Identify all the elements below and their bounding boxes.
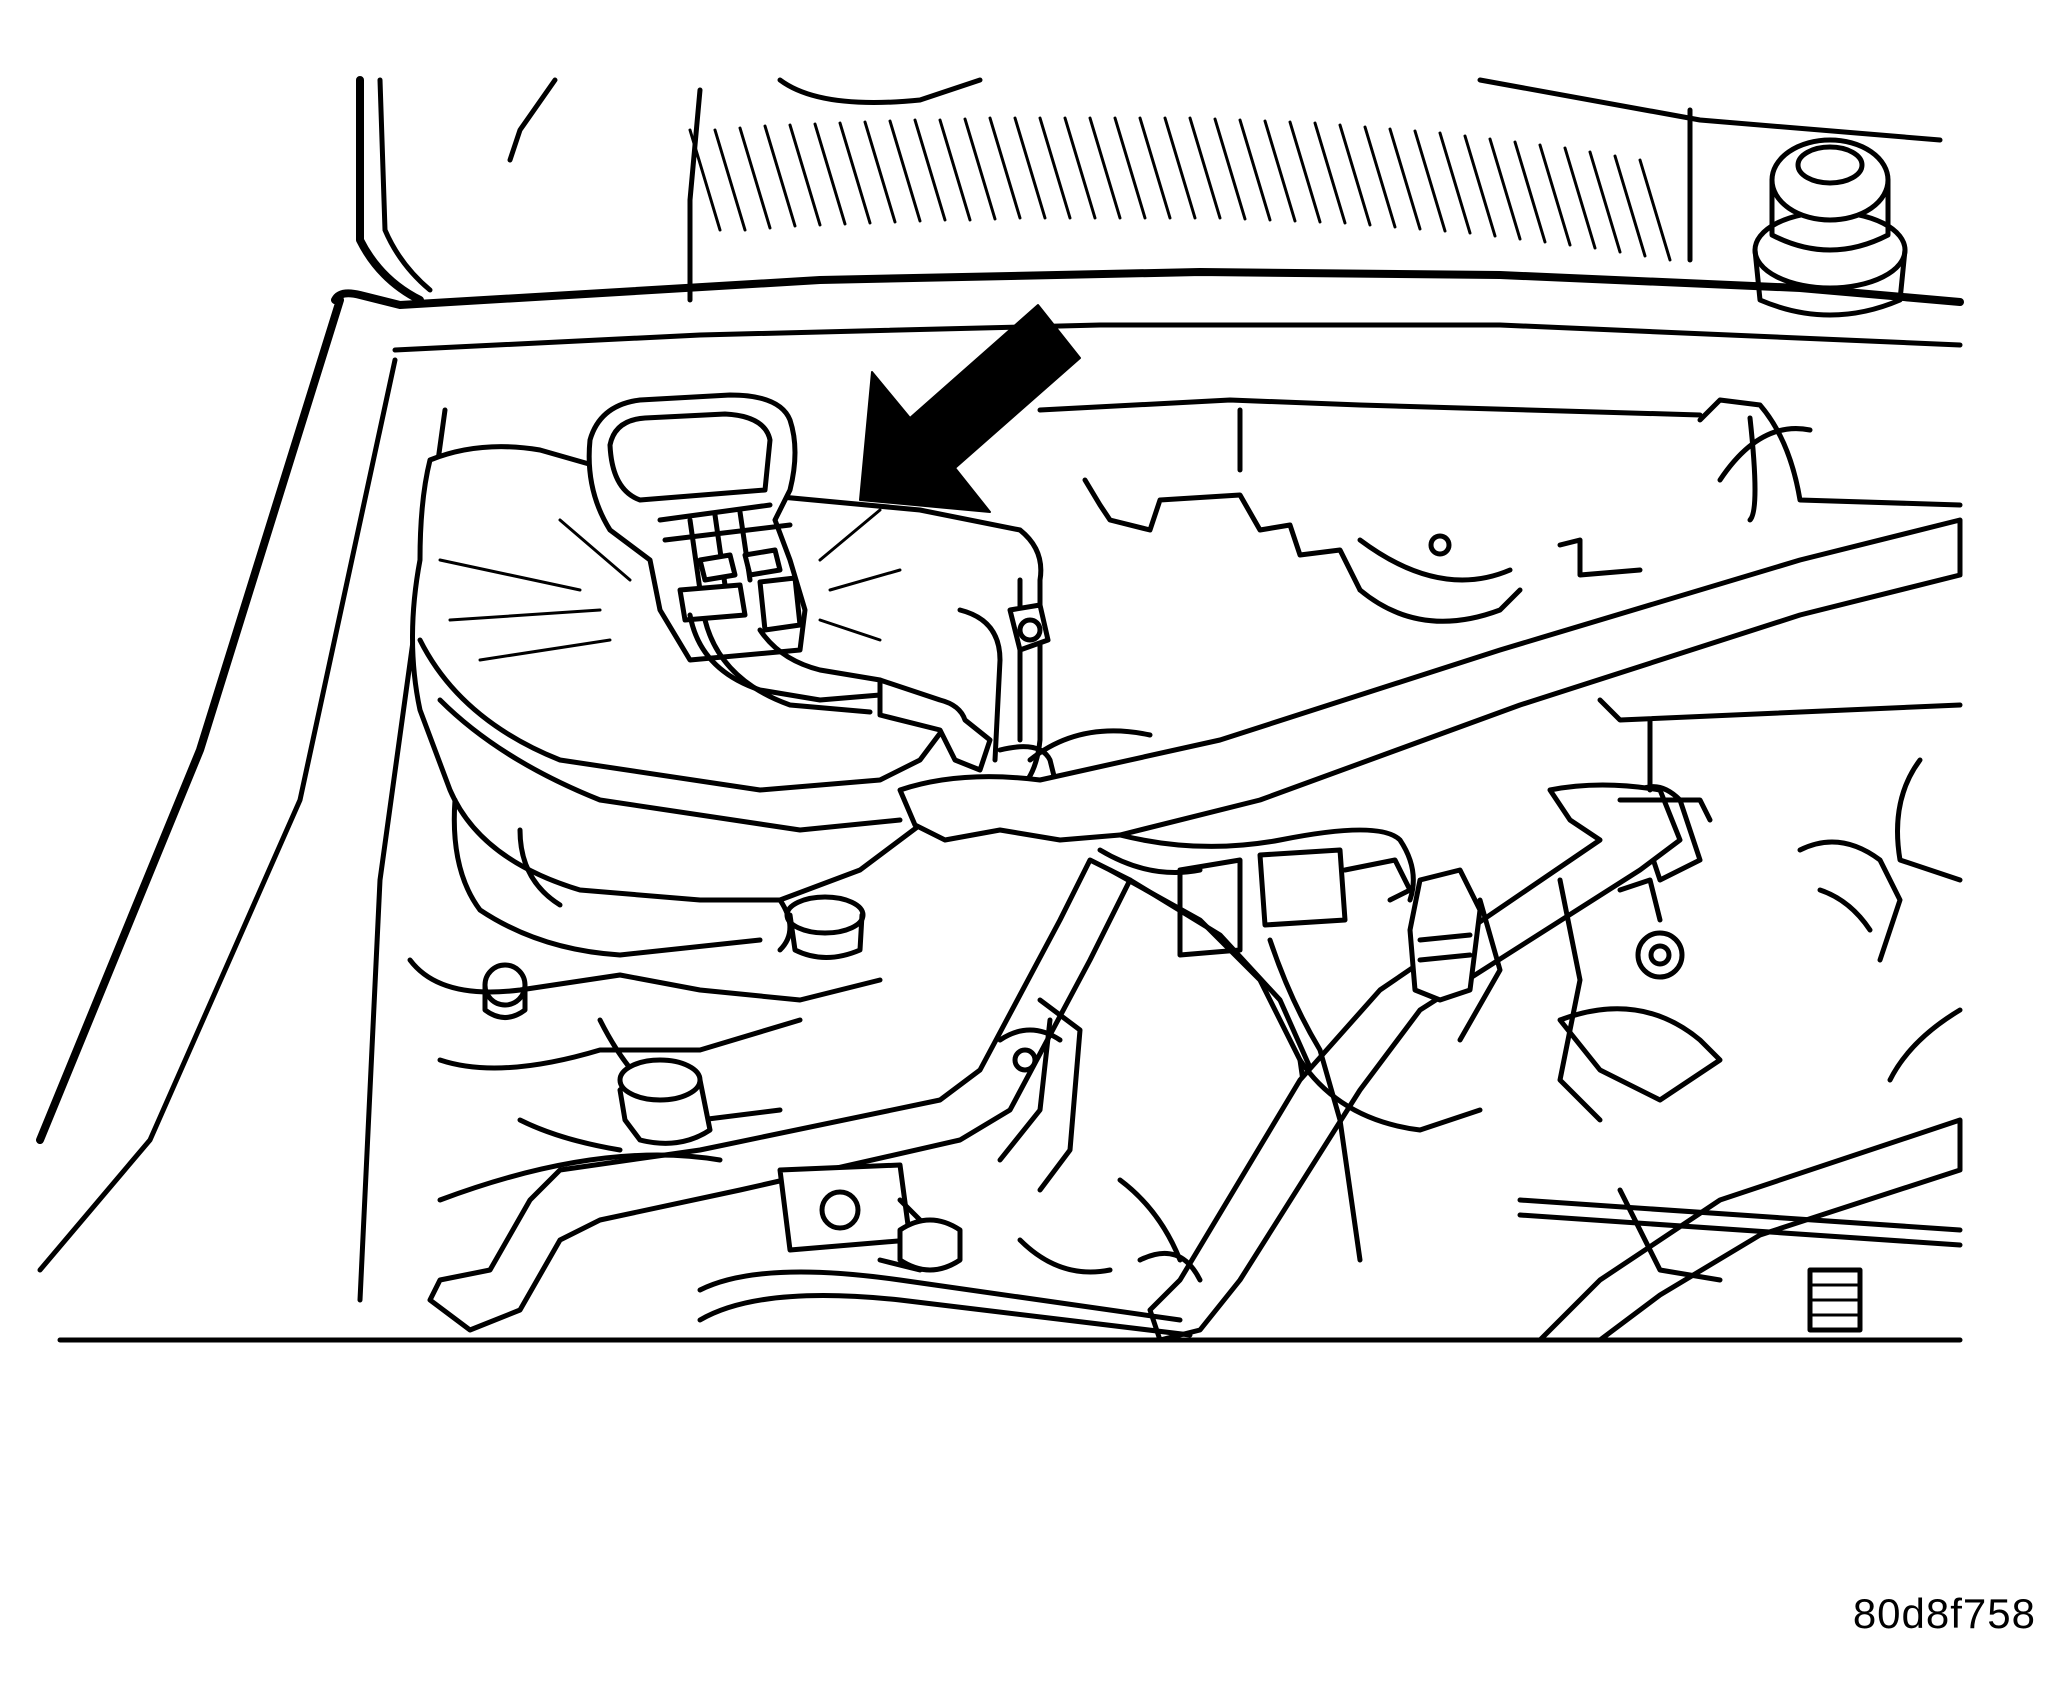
callout-arrow: [859, 304, 1081, 513]
cowl-vent-hatching: [688, 116, 1672, 262]
figure-reference-code: 80d8f758: [1852, 1590, 2036, 1637]
cowl-edge: [331, 268, 1964, 309]
abs-module: [1177, 847, 1685, 1263]
master-cylinder: [451, 797, 866, 1020]
lower-left-components: [407, 957, 1203, 1338]
right-side-components: [1517, 697, 1963, 1333]
hood-panel: [356, 76, 1943, 304]
fluid-level-sensor-connector: [586, 392, 883, 715]
valve-cover: [1037, 397, 1963, 624]
left-fender-edge: [36, 296, 344, 1144]
vacuum-hose: [897, 517, 1963, 903]
sensor-wire-harness: [877, 677, 1153, 803]
hood-bumper: [1752, 137, 1908, 318]
